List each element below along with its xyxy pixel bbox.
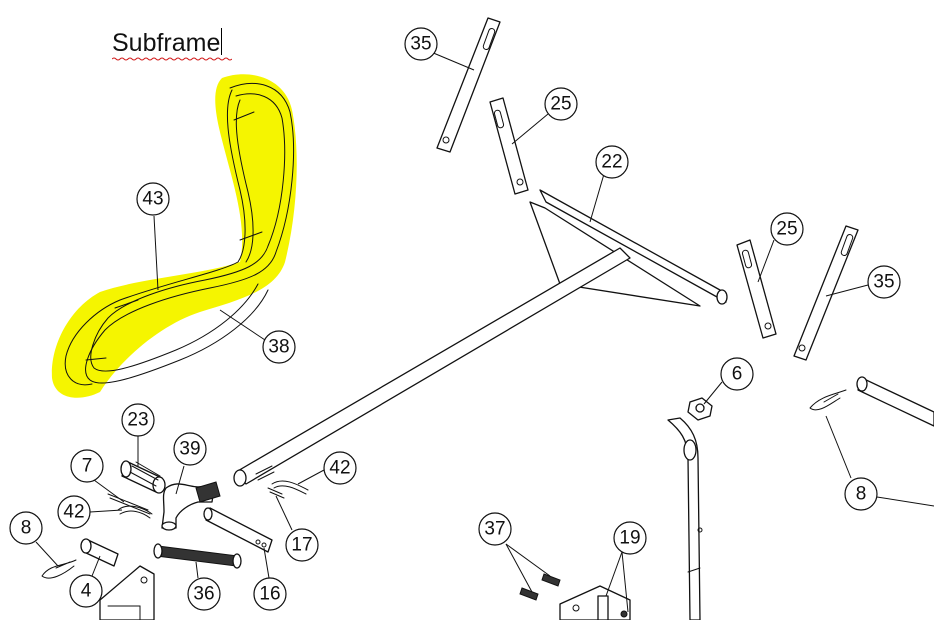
pin-4 (80, 538, 119, 567)
knob-23 (120, 460, 166, 494)
callout-37: 37 (478, 512, 512, 546)
svg-text:7: 7 (82, 456, 93, 477)
svg-text:35: 35 (873, 272, 894, 293)
svg-text:39: 39 (179, 439, 200, 460)
callout-6: 6 (720, 357, 754, 391)
svg-text:35: 35 (410, 34, 431, 55)
hair-pin-8-left (41, 559, 77, 579)
bolts-37 (519, 573, 561, 601)
text-cursor (221, 28, 223, 55)
svg-text:19: 19 (619, 528, 640, 549)
bracket-35-upper (436, 17, 501, 153)
svg-text:25: 25 (550, 94, 571, 115)
callout-17: 17 (285, 528, 319, 562)
callout-25-lower: 25 (770, 212, 804, 246)
callout-43: 43 (136, 182, 170, 216)
clip-42-right (271, 480, 309, 495)
plate-19 (559, 585, 631, 620)
svg-text:38: 38 (268, 337, 289, 358)
bracket-35-lower (793, 225, 859, 361)
callout-36: 36 (187, 577, 221, 611)
spellcheck-underline (112, 57, 232, 61)
callout-16: 16 (253, 577, 287, 611)
svg-text:36: 36 (193, 584, 214, 605)
spring-36 (153, 543, 242, 569)
callout-42-left: 42 (57, 495, 91, 529)
roll-pin-17 (267, 487, 285, 499)
callout-19: 19 (613, 521, 647, 555)
pin-16 (203, 507, 273, 553)
nut-6 (687, 397, 713, 421)
callout-4: 4 (69, 574, 103, 608)
hair-pin-8-right (809, 389, 847, 411)
svg-text:22: 22 (601, 152, 622, 173)
diagram-title: Subframe (112, 28, 232, 61)
plate-25-upper (489, 97, 529, 195)
callout-8-left: 8 (9, 511, 43, 545)
svg-text:42: 42 (63, 502, 84, 523)
svg-text:37: 37 (484, 519, 505, 540)
callout-25-upper: 25 (544, 87, 578, 121)
svg-text:16: 16 (259, 584, 280, 605)
callout-42-right: 42 (323, 451, 357, 485)
svg-text:6: 6 (732, 364, 743, 385)
svg-text:42: 42 (329, 458, 350, 479)
callout-39: 39 (173, 432, 207, 466)
callout-8-right: 8 (844, 477, 878, 511)
callout-7: 7 (70, 449, 104, 483)
callout-35-upper: 35 (404, 27, 438, 61)
callout-22: 22 (595, 145, 629, 179)
plate-25-lower (736, 239, 777, 339)
svg-text:4: 4 (81, 581, 92, 602)
upright-post (667, 417, 703, 620)
callout-23: 23 (121, 403, 155, 437)
callout-35-lower: 35 (867, 265, 901, 299)
highlight-marker (51, 74, 297, 398)
svg-text:8: 8 (21, 518, 32, 539)
clip-42-left (117, 505, 153, 519)
svg-text:23: 23 (127, 410, 148, 431)
diagram-title-text: Subframe (112, 29, 221, 57)
svg-text:8: 8 (856, 484, 867, 505)
svg-text:43: 43 (142, 189, 163, 210)
rod-right (856, 376, 934, 427)
svg-text:25: 25 (776, 219, 797, 240)
leader-lines (35, 51, 934, 613)
l-rod-39 (161, 481, 221, 531)
callout-38: 38 (262, 330, 296, 364)
svg-text:17: 17 (291, 535, 312, 556)
belt-part (64, 82, 295, 386)
t-frame-22 (233, 189, 728, 487)
bracket-bottom-left (99, 565, 155, 620)
